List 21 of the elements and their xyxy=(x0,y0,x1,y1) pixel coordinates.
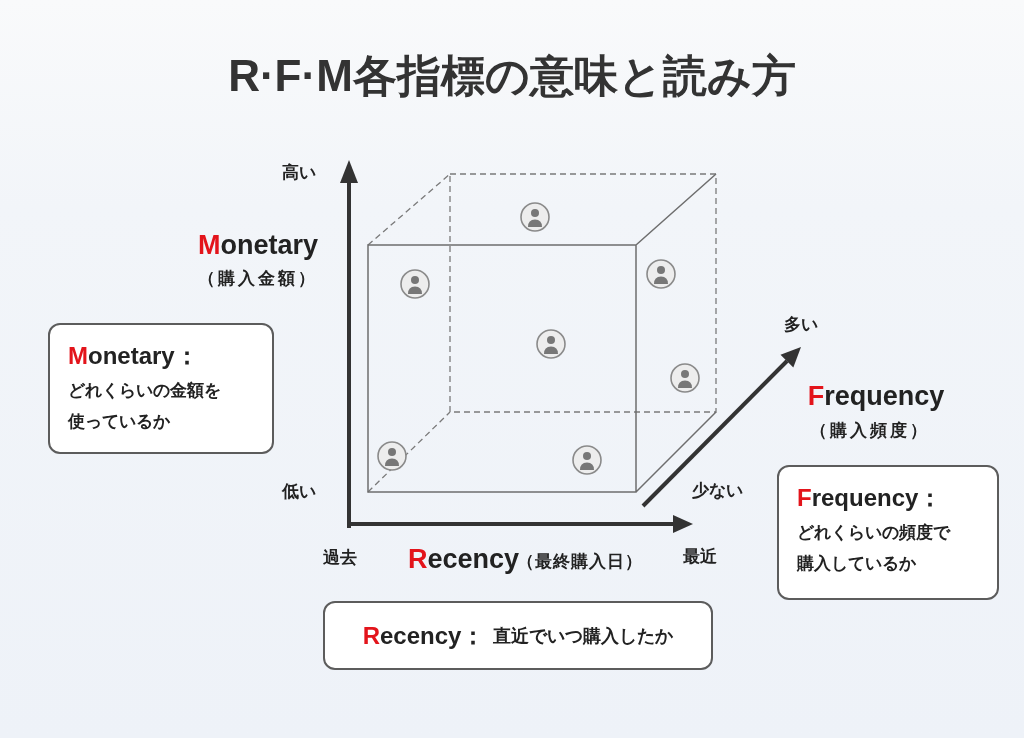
definition-card xyxy=(323,601,713,670)
card-heading: Frequency： xyxy=(797,483,943,513)
definition-card xyxy=(777,465,999,600)
axis-title: Frequency xyxy=(807,380,945,414)
card-text: どれくらいの金額を使っているか xyxy=(68,380,222,433)
card-text: どれくらいの頻度で購入しているか xyxy=(797,522,952,575)
title: R·F·M各指標の意味と読み方 xyxy=(228,50,796,102)
axis-label: 高い xyxy=(282,162,316,184)
axis-subtitle: （購入金額） xyxy=(198,268,318,290)
card-heading: Monetary： xyxy=(68,341,199,371)
axis-title: Monetary xyxy=(198,229,318,263)
card-heading: Recency： xyxy=(362,620,486,651)
axis-label: 過去 xyxy=(323,547,357,569)
axis-label: 多い xyxy=(784,314,818,336)
card-text: 直近でいつ購入したか xyxy=(493,624,674,648)
definition-card xyxy=(48,323,274,454)
axis-label: 最近 xyxy=(683,546,717,568)
axis-label: 少ない xyxy=(691,480,743,502)
axis-title: Recency xyxy=(408,543,520,577)
axis-subtitle: （購入頻度） xyxy=(810,420,930,442)
axis-label: 低い xyxy=(282,481,316,503)
